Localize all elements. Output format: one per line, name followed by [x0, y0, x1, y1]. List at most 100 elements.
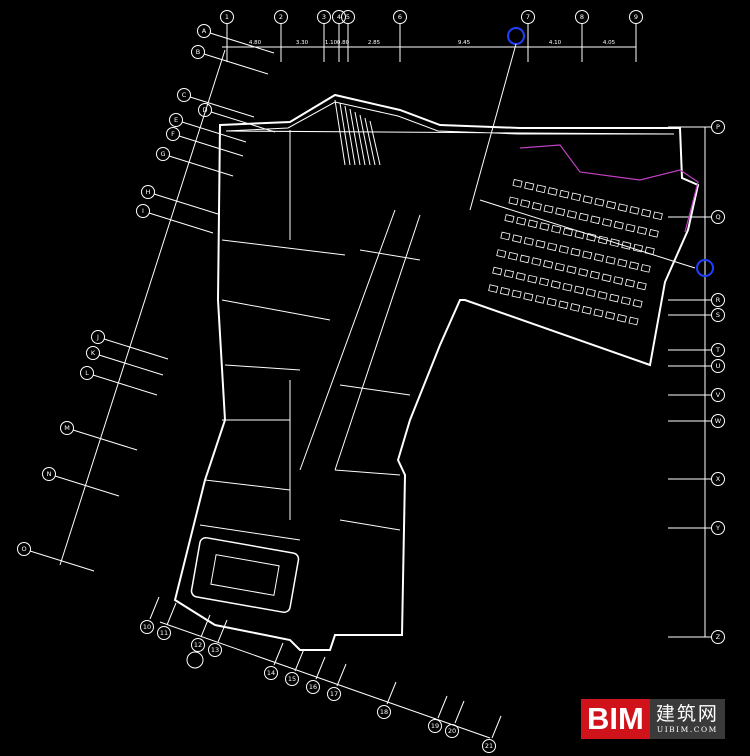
stage-edge-accent: [519, 144, 699, 233]
seat: [578, 268, 589, 277]
bottom-axis-line: [273, 642, 284, 666]
north-symbol: [507, 27, 525, 45]
seat: [632, 243, 644, 253]
top-axis-4-bubble: [332, 10, 346, 24]
top-axis-8-label: 8: [580, 13, 584, 21]
interior-wall: [221, 239, 346, 256]
seat: [523, 237, 534, 246]
left-axis-line: [168, 155, 234, 177]
bottom-axis-14-bubble: [264, 666, 278, 680]
right-axis-U-bubble: [711, 359, 725, 373]
seat: [628, 261, 640, 270]
right-axis-T-bubble: [711, 343, 725, 357]
left-axis-O-label: O: [21, 545, 26, 553]
seat: [648, 228, 659, 238]
seat: [566, 210, 577, 219]
bottom-axis-13-label: 13: [211, 646, 219, 654]
seat: [578, 212, 589, 222]
bottom-axis-16-bubble: [306, 680, 320, 694]
top-axis-1-label: 1: [225, 13, 229, 21]
bottom-axis-19-label: 19: [431, 722, 439, 730]
seat: [515, 272, 526, 281]
seat: [520, 199, 531, 208]
bottom-axis-12-label: 12: [194, 641, 202, 649]
section-symbol: [696, 259, 714, 277]
left-axis-E-label: E: [174, 116, 178, 124]
left-axis-line: [189, 96, 255, 118]
left-axis-B-bubble: [191, 45, 205, 59]
left-axis-F-label: F: [171, 130, 175, 138]
left-axis-line: [209, 32, 275, 54]
stair-tread: [339, 102, 351, 166]
stair-tread: [349, 108, 361, 166]
seat: [613, 276, 624, 285]
seat: [605, 311, 616, 320]
left-axis-C-bubble: [177, 88, 191, 102]
left-axis-D-bubble: [198, 103, 212, 117]
right-axis-S-bubble: [711, 308, 725, 322]
right-axis-R-bubble: [711, 293, 725, 307]
bottom-axis-line: [437, 695, 448, 719]
bottom-axis-10-bubble: [140, 620, 154, 634]
top-axis-4-label: 4: [337, 13, 341, 21]
seat: [594, 197, 605, 207]
seat: [629, 206, 640, 215]
bottom-axis-19-bubble: [428, 719, 442, 733]
top-axis-8-bubble: [575, 10, 589, 24]
right-axis-W-bubble: [711, 414, 725, 428]
seat: [558, 300, 569, 310]
seat: [535, 184, 546, 194]
left-dimension-line: [59, 49, 226, 566]
bottom-axis-18-bubble: [377, 705, 391, 719]
left-axis-H-label: H: [146, 188, 151, 196]
bottom-axis-17-label: 17: [330, 690, 338, 698]
left-axis-line: [148, 212, 214, 234]
bottom-dimension-line: [159, 621, 491, 739]
left-axis-D-label: D: [202, 106, 207, 114]
left-axis-C-label: C: [182, 91, 187, 99]
left-axis-A-label: A: [202, 27, 207, 35]
stair-tread: [369, 120, 381, 166]
right-axis-P-bubble: [711, 120, 725, 134]
seat: [620, 296, 631, 306]
seat: [562, 282, 573, 292]
bottom-axis-21-bubble: [482, 739, 496, 753]
seat: [535, 239, 546, 249]
seat: [628, 316, 639, 326]
section-leader-line: [479, 199, 696, 269]
bottom-axis-13-bubble: [208, 643, 222, 657]
seat: [597, 235, 609, 245]
bim-logo: BIM 建筑网 UIBIM.COM: [581, 699, 725, 739]
bottom-axis-21-label: 21: [485, 742, 493, 750]
bottom-axis-11-bubble: [157, 626, 171, 640]
top-dimension-value: 2.85: [368, 40, 381, 46]
left-axis-B-label: B: [196, 48, 200, 56]
top-dimension-value: 4.80: [249, 40, 262, 46]
left-axis-K-bubble: [86, 346, 100, 360]
right-axis-W-label: W: [715, 417, 722, 425]
top-axis-6-bubble: [393, 10, 407, 24]
stair-tread: [359, 114, 371, 166]
left-axis-J-label: J: [96, 333, 99, 341]
seat: [636, 281, 647, 291]
top-axis-7-label: 7: [526, 13, 530, 21]
seat: [527, 219, 538, 229]
left-axis-line: [103, 338, 169, 360]
left-axis-line: [203, 53, 269, 75]
top-axis-3-label: 3: [322, 13, 326, 21]
seat: [531, 201, 542, 211]
top-axis-1-bubble: [220, 10, 234, 24]
left-axis-line: [72, 429, 138, 451]
seat: [632, 299, 643, 308]
section-leader-line: [469, 43, 517, 211]
bottom-axis-15-bubble: [285, 672, 299, 686]
right-axis-Q-bubble: [711, 210, 725, 224]
seat: [500, 231, 511, 241]
left-axis-line: [92, 374, 158, 396]
seat: [585, 288, 596, 297]
bottom-axis-line: [454, 700, 465, 724]
seat: [589, 270, 600, 280]
seat: [547, 242, 558, 252]
seat: [624, 278, 635, 288]
